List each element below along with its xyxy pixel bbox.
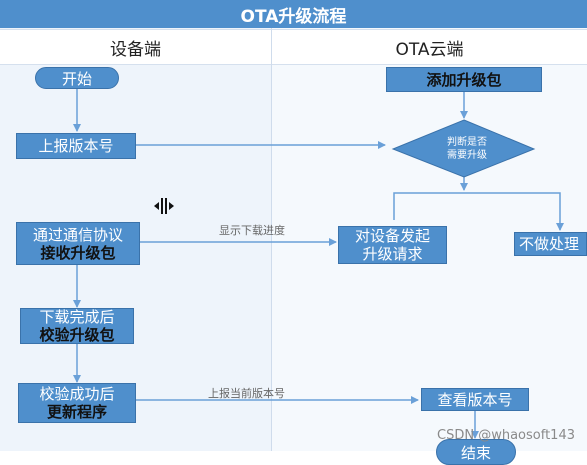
update-program-line1: 校验成功后: [39, 385, 115, 403]
receive-package-line2: 接收升级包: [40, 243, 116, 262]
edge-branch-split: [393, 192, 564, 231]
add-package-node: 添加升级包: [386, 67, 542, 92]
update-program-line2: 更新程序: [46, 403, 107, 421]
edge-label-show-progress: 显示下载进度: [219, 224, 285, 237]
update-program-node: 校验成功后 更新程序: [18, 383, 136, 423]
diagram-title: OTA升级流程: [0, 0, 587, 28]
decision-node: [391, 119, 536, 178]
watermark: CSDN @whaosoft143: [437, 428, 575, 443]
start-node: 开始: [35, 67, 119, 89]
decision-line1: 判断是否: [447, 137, 487, 148]
verify-package-node: 下载完成后 校验升级包: [20, 308, 134, 344]
verify-package-line2: 校验升级包: [39, 326, 115, 344]
send-request-node: 对设备发起 升级请求: [338, 226, 447, 264]
check-version-label: 查看版本号: [437, 390, 513, 409]
edge-label-report-current-version: 上报当前版本号: [208, 387, 285, 400]
column-resize-cursor-icon: [152, 196, 176, 216]
no-action-label: 不做处理: [519, 235, 580, 253]
decision-line2: 需要升级: [447, 150, 487, 161]
lane-divider: [271, 28, 272, 451]
flow-edges: [73, 88, 564, 439]
add-package-label: 添加升级包: [426, 70, 502, 89]
report-version-node: 上报版本号: [16, 133, 136, 159]
no-action-node: 不做处理: [514, 232, 587, 256]
decision-label: 判断是否 需要升级: [420, 131, 514, 167]
send-request-line2: 升级请求: [362, 245, 423, 263]
report-version-label: 上报版本号: [38, 137, 114, 155]
receive-package-node: 通过通信协议 接收升级包: [16, 222, 140, 265]
receive-package-line1: 通过通信协议: [32, 225, 123, 244]
cloud-lane-header: OTA云端: [272, 29, 587, 65]
check-version-node: 查看版本号: [421, 388, 529, 411]
verify-package-line1: 下载完成后: [39, 308, 115, 326]
device-lane-header: 设备端: [0, 29, 271, 65]
send-request-line1: 对设备发起: [354, 227, 430, 245]
